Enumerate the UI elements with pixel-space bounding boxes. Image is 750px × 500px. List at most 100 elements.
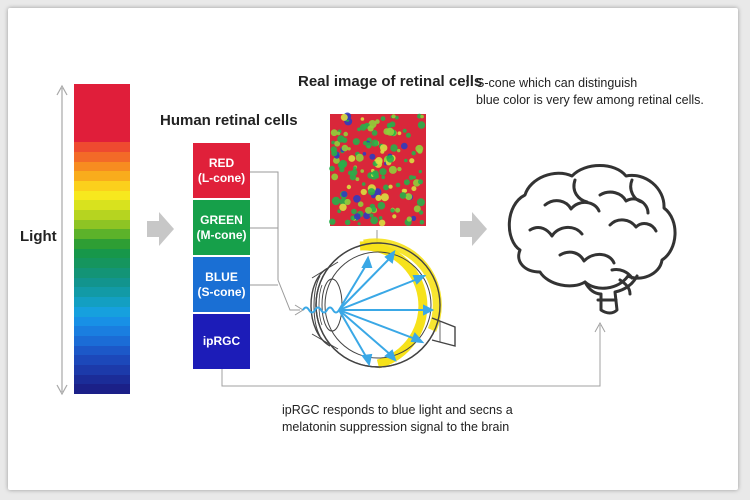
retinal-cell-dot (409, 158, 415, 164)
spectrum-band (74, 316, 130, 327)
retinal-cell-dot (355, 177, 360, 182)
retinal-cell-dot (411, 215, 417, 221)
retinal-cell-dot (377, 201, 386, 210)
spectrum-band (74, 161, 130, 172)
flow-arrow-light-to-cells (147, 212, 174, 246)
retinal-cell-dot (347, 147, 351, 151)
retinal-cell-dot (388, 165, 397, 174)
spectrum-band (74, 297, 130, 307)
retinal-cell-dot (418, 210, 424, 215)
retinal-cell-dot (331, 150, 338, 157)
retinal-cell-dot (351, 208, 357, 215)
iprgc-note-line2: melatonin suppression signal to the brai… (282, 420, 510, 434)
retinal-cell-dot (337, 209, 341, 213)
retinal-cell-dot (348, 155, 356, 162)
retinal-cell-dot (395, 207, 401, 213)
retinal-cell-dot (418, 179, 423, 185)
retinal-cell-dot (369, 213, 374, 218)
retinal-cell-dot (381, 175, 386, 180)
retinal-cell-dot (340, 113, 348, 121)
retinal-cell-dot (390, 144, 398, 152)
retinal-cell-dot (333, 157, 340, 164)
spectrum-band (74, 335, 130, 346)
retinal-cell-dot (329, 218, 336, 225)
spectrum-band (74, 287, 130, 298)
spectrum-band (74, 142, 130, 152)
retinal-cell-dot (372, 170, 379, 178)
light-range-arrow (56, 84, 68, 396)
retinal-cell-dot (378, 219, 386, 227)
retinal-cell-dot (353, 166, 357, 170)
retinal-cell-dot (357, 201, 364, 207)
retinal-cell-dot (397, 166, 402, 172)
retinal-cell-dot (418, 169, 422, 174)
retinal-cell-dot (383, 184, 389, 191)
retinal-cell-dot (391, 114, 396, 119)
spectrum-band (74, 268, 130, 278)
retinal-cell-dot (416, 198, 425, 207)
retinal-cell-dot (334, 140, 341, 147)
cell-red-type: (L-cone) (197, 170, 246, 185)
spectrum-band (74, 306, 130, 317)
retinal-cell-dot (411, 151, 416, 156)
retinal-cell-dot (331, 196, 341, 206)
spectrum-band (74, 84, 130, 94)
spectrum-band (74, 151, 130, 162)
retinal-cell-dot (359, 123, 367, 131)
cell-green-name: GREEN (200, 212, 243, 227)
retinal-cell-dot (419, 219, 425, 225)
cell-iprgc-name: ipRGC (202, 334, 241, 348)
spectrum-band (74, 326, 130, 336)
retinal-cell-dot (361, 182, 366, 186)
retinal-cell-dot (413, 205, 421, 213)
retinal-cell-dot (369, 153, 376, 160)
retinal-cell-dot (357, 127, 361, 132)
real-image-title: Real image of retinal cells (298, 73, 483, 90)
retinal-cell-dot (403, 188, 408, 193)
retinal-cell-dot (411, 186, 417, 192)
retinal-cell-dot (343, 131, 349, 137)
retinal-cell-dot (360, 169, 365, 173)
retinal-cell-dot (357, 222, 361, 226)
retinal-cell-dot (388, 184, 393, 189)
light-label: Light (20, 228, 57, 245)
light-spectrum-bar (74, 84, 130, 394)
retinal-cell-dot (417, 121, 426, 129)
spectrum-band (74, 345, 130, 356)
spectrum-band (74, 384, 130, 394)
retinal-cell-dot (365, 206, 372, 214)
retinal-cell-dot (354, 213, 361, 220)
retinal-cell-dot (386, 155, 395, 163)
cell-blue: BLUE (S-cone) (193, 257, 250, 312)
retinal-cell-dot (415, 144, 424, 153)
retinal-cell-dot (392, 214, 397, 219)
spectrum-band (74, 132, 130, 143)
retinal-cell-dot (375, 194, 382, 201)
retinal-cell-dot (380, 116, 386, 121)
human-retinal-cells-title: Human retinal cells (160, 112, 298, 129)
spectrum-band (74, 113, 130, 123)
retinal-cell-dot (352, 138, 360, 146)
retinal-cell-dot (405, 193, 413, 201)
iprgc-to-brain-line (221, 321, 606, 387)
retinal-cell-dot (367, 188, 376, 196)
retinal-cell-dot (387, 124, 391, 129)
retinal-cell-dot (404, 158, 408, 163)
retinal-cell-dot (380, 144, 388, 152)
retinal-cell-dot (341, 191, 348, 198)
cell-blue-type: (S-cone) (197, 284, 246, 299)
real-image-note-line1: S-cone which can distinguish (476, 76, 638, 90)
spectrum-band (74, 180, 130, 191)
retinal-cell-dot (344, 198, 351, 206)
retinal-cell-dot (367, 125, 374, 132)
retinal-cell-dot (365, 142, 372, 149)
spectrum-band (74, 209, 130, 220)
retinal-cell-dot (375, 157, 383, 165)
retinal-cell-dot (374, 188, 382, 196)
real-image-colon: : (465, 76, 469, 90)
spectrum-band (74, 171, 130, 181)
retinal-cell-dot (399, 192, 407, 199)
retinal-cell-dot (355, 153, 364, 162)
retinal-cell-dot (371, 139, 379, 147)
retinal-cell-dot (405, 132, 411, 138)
